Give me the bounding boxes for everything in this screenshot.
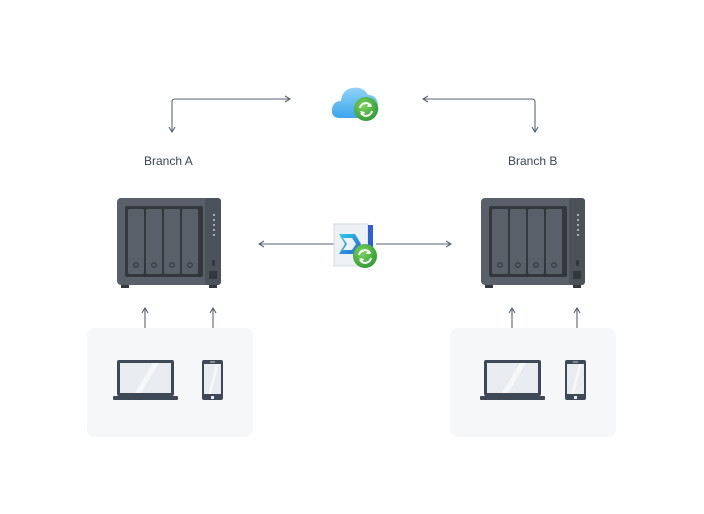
smartphone-icon [202, 360, 223, 400]
smartphone-icon [565, 360, 586, 400]
branch-b-label: Branch B [508, 154, 558, 168]
branch-b-laptop [480, 360, 546, 401]
branch-a-laptop [113, 360, 179, 401]
nas-server-icon [481, 198, 585, 288]
connector-branch-a-cloud [168, 95, 292, 134]
laptop-icon [480, 360, 545, 400]
nas-branch-b [481, 198, 587, 290]
cloud-sync-icon [331, 87, 379, 121]
cloud-node [330, 80, 382, 124]
branch-a-label: Branch A [144, 154, 193, 168]
connector-branch-b-cloud [421, 95, 539, 134]
sync-app-icon [333, 223, 377, 268]
sync-app-node [331, 222, 381, 270]
nas-branch-a [117, 198, 223, 290]
branch-b-phone [565, 360, 587, 400]
nas-server-icon [117, 198, 221, 288]
laptop-icon [113, 360, 178, 400]
branch-a-phone [202, 360, 224, 400]
